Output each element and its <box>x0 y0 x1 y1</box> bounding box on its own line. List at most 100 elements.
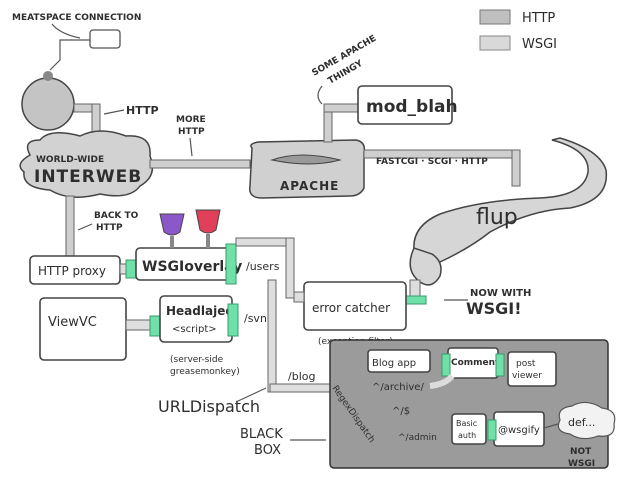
red-glass-stem <box>206 234 210 248</box>
errorcatcher-node: error catcher <box>303 281 407 331</box>
route-root: ^/$ <box>392 406 410 417</box>
globe-icon <box>21 77 75 131</box>
black-box-line2: BOX <box>254 443 281 458</box>
pipe-apache-to-mod <box>323 107 333 143</box>
route-users: /users <box>246 260 280 273</box>
some-apache-arrow <box>317 85 323 105</box>
route-archive: ^/archive/ <box>372 382 424 393</box>
wsgi-ring-overlay <box>225 243 237 285</box>
apache-box <box>249 139 366 199</box>
apache-node: APACHE <box>249 139 366 199</box>
post-viewer-box <box>507 351 557 387</box>
route-svn: /svn <box>244 312 267 325</box>
legend-wsgi-label: WSGI <box>522 37 557 52</box>
urldispatch-label: URLDispatch <box>158 397 260 416</box>
flup-label: flup <box>476 205 518 230</box>
headlajed-script: <script> <box>172 324 217 335</box>
wsgi-ring-headlajed <box>227 303 239 337</box>
more-http-line2: HTTP <box>178 127 205 137</box>
pipe-interweb-to-proxy <box>65 195 75 257</box>
route-blog: /blog <box>288 370 315 383</box>
http-proxy-label: HTTP proxy <box>38 264 106 278</box>
viewvc-node: ViewVC <box>39 297 127 361</box>
flup-snake-head <box>409 247 442 286</box>
server-side-line2: greasemonkey) <box>170 367 240 377</box>
errorcatcher-label: error catcher <box>312 301 390 315</box>
pipe-error-down <box>293 291 305 303</box>
wsgi-ring-comments-right <box>495 353 505 377</box>
legend-http-swatch <box>479 9 511 25</box>
archive-pipe <box>429 374 455 389</box>
headlajed-label: Headlajed <box>166 304 234 318</box>
globe-plug-icon <box>43 71 53 81</box>
basic-auth-line2: auth <box>458 431 476 440</box>
wsgi-ring-proxy <box>125 259 137 279</box>
wsgi-ring-comments-left <box>441 353 451 377</box>
pipe-users <box>235 237 293 247</box>
pipe-svn-down <box>267 279 277 393</box>
apache-label: APACHE <box>280 179 339 193</box>
wsgi-ring-flup <box>403 295 427 305</box>
wsgi-ring-viewvc <box>149 315 161 337</box>
back-to-http-line1: BACK TO <box>94 211 139 221</box>
headlajed-box <box>159 295 233 343</box>
http1-arrow <box>103 109 125 115</box>
http1-label: HTTP <box>126 104 159 117</box>
def-cloud <box>557 401 616 440</box>
def-label: def... <box>568 416 595 429</box>
back-to-http-line2: HTTP <box>96 223 123 233</box>
wsgi-ring-wsgify <box>487 419 497 441</box>
mod-blah-box <box>357 85 453 125</box>
legend-wsgi-swatch <box>479 35 511 51</box>
interweb-node: WORLD-WIDE INTERWEB <box>19 130 154 198</box>
fastcgi-label: FASTCGI · SCGI · HTTP <box>376 157 488 167</box>
mod-blah-label: mod_blah <box>366 97 458 117</box>
mouse-icon <box>89 29 121 49</box>
pipe-users-down <box>285 237 295 299</box>
comments-label: Comments <box>451 358 505 368</box>
black-box-line1: BLACK <box>240 427 283 442</box>
http-proxy-node: HTTP proxy <box>29 255 121 285</box>
viewvc-label: ViewVC <box>48 315 97 330</box>
now-with-line1: NOW WITH <box>470 288 531 299</box>
more-http-line1: MORE <box>176 115 206 125</box>
meatspace-arrow <box>51 23 81 39</box>
post-viewer-line2: viewer <box>512 371 542 381</box>
more-http-arrow <box>189 137 193 157</box>
interweb-line1: WORLD-WIDE <box>36 155 104 165</box>
purple-glass-stem <box>170 236 174 248</box>
back-to-http-arrow <box>77 223 93 231</box>
pipe-interweb-to-apache <box>149 159 251 169</box>
now-with-line2: WSGI! <box>466 299 522 318</box>
legend-http-label: HTTP <box>522 11 555 26</box>
flup-node: flup <box>409 137 608 286</box>
mouse-cable <box>49 39 90 71</box>
urldispatch-arrow <box>235 387 267 403</box>
not-wsgi-line1: NOT <box>570 447 592 457</box>
wsgify-to-def-arrow <box>543 423 559 429</box>
mod-blah-node: mod_blah <box>357 85 458 125</box>
pipe-mod-join <box>323 103 359 113</box>
wsgioverlay-label: WSGIoverlay <box>142 259 242 275</box>
basic-auth-line1: Basic <box>456 419 477 428</box>
legend: HTTP WSGI <box>479 9 557 52</box>
wsgify-label: @wsgify <box>498 425 540 436</box>
black-box-node: Blog app Comments post viewer RegexDispa… <box>329 339 609 469</box>
blog-app-box <box>367 349 431 373</box>
headlajed-node: Headlajed <script> <box>159 295 234 343</box>
route-admin: ^/admin <box>398 433 437 443</box>
server-side-line1: (server-side <box>170 355 224 365</box>
red-glass-icon <box>195 209 221 234</box>
pipe-fastcgi-down <box>511 149 521 187</box>
blog-app-label: Blog app <box>372 358 416 369</box>
basic-auth-box <box>451 413 487 445</box>
not-wsgi-line2: WSGI <box>568 459 595 469</box>
interweb-cloud <box>19 130 154 198</box>
errorcatcher-box <box>303 281 407 331</box>
purple-glass-icon <box>159 213 185 236</box>
interweb-line2: INTERWEB <box>34 167 142 187</box>
apache-feather-icon <box>270 154 341 165</box>
post-viewer-line1: post <box>516 359 536 369</box>
pipe-blog <box>269 383 331 393</box>
